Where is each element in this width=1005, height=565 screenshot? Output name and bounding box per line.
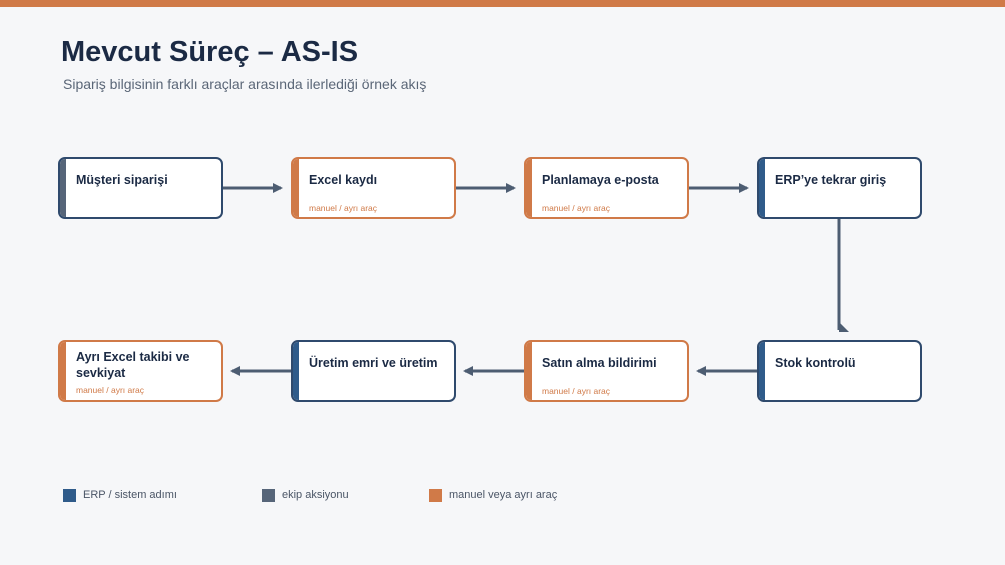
legend-label: ERP / sistem adımı — [83, 489, 177, 501]
step-accent — [60, 159, 66, 217]
step-accent — [526, 342, 532, 400]
step-label: Müşteri siparişi — [76, 173, 168, 187]
legend-item-team: ekip aksiyonu — [262, 488, 349, 502]
step-accent — [293, 342, 299, 400]
step-label: Excel kaydı — [309, 173, 378, 187]
step-satin-alma-bildirimi: Satın alma bildirimi manuel / ayrı araç — [524, 340, 689, 402]
arrow-4-to-5-head — [839, 322, 849, 332]
step-label: Stok kontrolü — [775, 356, 856, 370]
legend-swatch — [63, 488, 76, 502]
step-planlamaya-e-posta: Planlamaya e-posta manuel / ayrı araç — [524, 157, 689, 219]
step-sublabel: manuel / ayrı araç — [309, 203, 378, 213]
top-accent-bar — [0, 0, 1005, 7]
step-excel-kaydi: Excel kaydı manuel / ayrı araç — [291, 157, 456, 219]
step-erp-tekrar-giris: ERP’ye tekrar giriş — [757, 157, 922, 219]
step-label: Satın alma bildirimi — [542, 356, 657, 370]
legend-label: manuel veya ayrı araç — [449, 489, 558, 501]
step-accent — [526, 159, 532, 217]
step-accent — [60, 342, 66, 400]
step-sublabel: manuel / ayrı araç — [76, 385, 145, 395]
step-stok-kontrolu: Stok kontrolü — [757, 340, 922, 402]
step-label: Ayrı Excel takibi ve sevkiyat — [76, 350, 190, 380]
legend-swatch — [429, 488, 442, 502]
legend-swatch — [262, 488, 275, 502]
step-sublabel: manuel / ayrı araç — [542, 386, 611, 396]
legend-item-erp: ERP / sistem adımı — [63, 488, 177, 502]
step-sublabel: manuel / ayrı araç — [542, 203, 611, 213]
step-ayri-excel-takibi: Ayrı Excel takibi ve sevkiyat manuel / a… — [58, 340, 223, 402]
page-title: Mevcut Süreç – AS-IS — [61, 36, 359, 68]
legend-label: ekip aksiyonu — [282, 489, 349, 501]
step-label: ERP’ye tekrar giriş — [775, 173, 887, 187]
step-accent — [759, 159, 765, 217]
page-subtitle: Sipariş bilgisinin farklı araçlar arasın… — [63, 76, 427, 92]
step-accent — [293, 159, 299, 217]
step-label: Üretim emri ve üretim — [309, 356, 438, 370]
step-musteri-siparisi: Müşteri siparişi — [58, 157, 223, 219]
step-accent — [759, 342, 765, 400]
step-label: Planlamaya e-posta — [542, 173, 659, 187]
step-uretim-emri: Üretim emri ve üretim — [291, 340, 456, 402]
legend-item-manual: manuel veya ayrı araç — [429, 488, 557, 502]
